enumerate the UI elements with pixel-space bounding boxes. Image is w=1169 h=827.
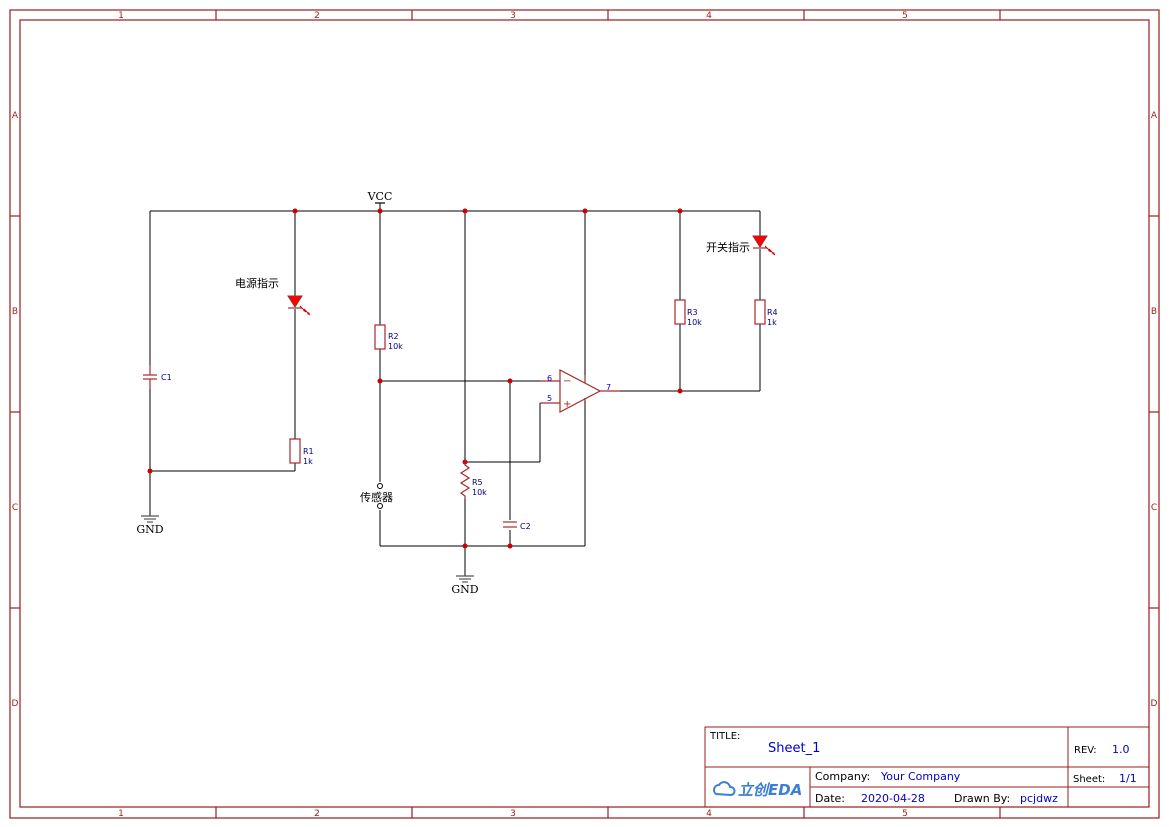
r5-value: 10k (472, 488, 487, 497)
r4-ref: R4 (767, 308, 778, 317)
company-value: Your Company (880, 770, 961, 783)
junction-dot (582, 208, 588, 214)
rev-value: 1.0 (1112, 743, 1130, 756)
r3-value: 10k (687, 318, 702, 327)
col-label-top-1: 1 (118, 11, 124, 21)
r2-value: 10k (388, 342, 403, 351)
sheet-value: 1/1 (1119, 772, 1137, 785)
frame-labels: 1 2 3 4 5 1 2 3 4 5 A B C D A B C D (12, 11, 1158, 819)
drawn-by-value: pcjdwz (1020, 792, 1058, 805)
row-label-left-a: A (12, 111, 19, 121)
junction-dot (507, 378, 513, 384)
resistor-r5[interactable] (459, 460, 471, 499)
opamp-plus-sign: + (563, 399, 571, 410)
row-label-left-b: B (12, 307, 18, 317)
gnd-symbol-left[interactable] (141, 515, 159, 523)
resistor-r1[interactable] (289, 438, 301, 464)
opamp-comparator[interactable] (540, 369, 620, 413)
r3-ref: R3 (687, 308, 698, 317)
lceda-logo: 立创EDA (713, 781, 802, 799)
resistor-r4[interactable] (754, 299, 766, 325)
led-power-indicator[interactable] (287, 295, 311, 316)
col-label-top-4: 4 (706, 11, 712, 21)
col-label-top-3: 3 (510, 11, 516, 21)
opamp-pin-output: 7 (606, 383, 611, 392)
wires (149, 203, 761, 576)
c1-ref: C1 (161, 373, 172, 382)
row-label-right-d: D (1151, 699, 1158, 709)
company-label: Company: (815, 770, 870, 783)
title-value: Sheet_1 (768, 741, 820, 756)
logo-text: 立创EDA (738, 781, 802, 799)
sheet-frame (9, 9, 1160, 819)
col-label-top-2: 2 (314, 11, 320, 21)
r2-ref: R2 (388, 332, 399, 341)
vcc-port[interactable]: VCC (367, 190, 393, 204)
cloud-icon (713, 781, 736, 797)
date-label: Date: (815, 792, 845, 805)
title-block (704, 726, 1150, 808)
resistor-r3[interactable] (674, 299, 686, 325)
vcc-label: VCC (367, 190, 393, 203)
r4-value: 1k (767, 318, 777, 327)
opamp-pin-inverting: 6 (547, 374, 552, 383)
capacitor-c1[interactable] (143, 365, 157, 389)
col-label-bottom-5: 5 (902, 809, 908, 819)
junction-dot (377, 378, 383, 384)
junctions (147, 208, 683, 549)
opamp-minus-sign: − (563, 376, 571, 387)
sheet-label: Sheet: (1073, 774, 1105, 785)
gnd-label-center: GND (451, 583, 478, 596)
col-label-bottom-1: 1 (118, 809, 124, 819)
row-label-right-a: A (1151, 111, 1158, 121)
junction-dot (677, 208, 683, 214)
drawn-by-label: Drawn By: (954, 792, 1010, 805)
led-switch-label: 开关指示 (706, 240, 750, 254)
row-label-right-c: C (1151, 503, 1157, 513)
junction-dot (507, 543, 513, 549)
col-label-bottom-2: 2 (314, 809, 320, 819)
col-label-bottom-4: 4 (706, 809, 712, 819)
rev-label: REV: (1074, 745, 1097, 756)
c2-ref: C2 (520, 522, 531, 531)
date-value: 2020-04-28 (861, 792, 925, 805)
sensor-label: 传感器 (360, 491, 393, 504)
junction-dot (377, 208, 383, 214)
junction-dot (462, 208, 468, 214)
led-switch-indicator[interactable] (752, 235, 776, 256)
title-label: TITLE: (709, 731, 740, 742)
r5-ref: R5 (472, 478, 483, 487)
junction-dot (147, 468, 153, 474)
row-label-right-b: B (1151, 307, 1157, 317)
r1-value: 1k (303, 457, 313, 466)
col-label-bottom-3: 3 (510, 809, 516, 819)
sensor-terminals[interactable] (377, 483, 383, 509)
junction-dot (462, 543, 468, 549)
col-label-top-5: 5 (902, 11, 908, 21)
row-label-left-c: C (12, 503, 18, 513)
row-label-left-d: D (12, 699, 19, 709)
capacitor-c2[interactable] (503, 521, 517, 528)
gnd-label-left: GND (136, 523, 163, 536)
opamp-pin-noninverting: 5 (547, 394, 552, 403)
r1-ref: R1 (303, 447, 314, 456)
junction-dot (292, 208, 298, 214)
led-power-label: 电源指示 (235, 276, 279, 290)
gnd-symbol-center[interactable] (456, 575, 474, 583)
junction-dot (677, 388, 683, 394)
resistor-r2[interactable] (374, 324, 386, 350)
